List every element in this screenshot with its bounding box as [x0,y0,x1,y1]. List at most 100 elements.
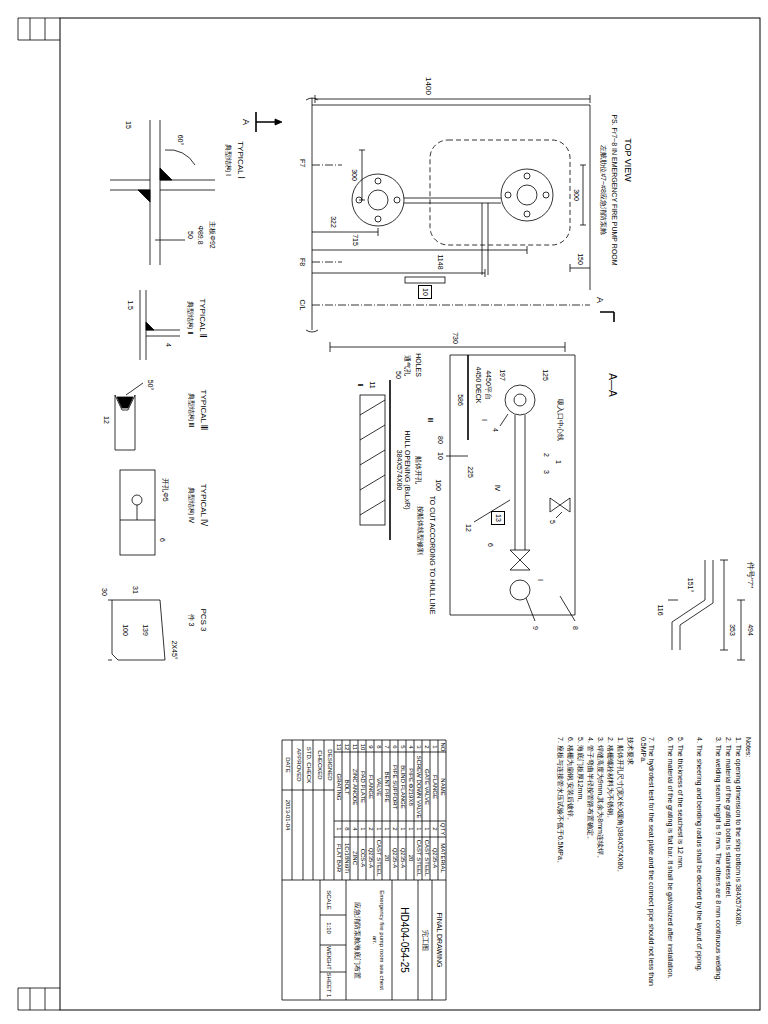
drawing-label: 197 [498,369,506,381]
drawing-label: 左舷肋位#7~#8应急消防泵舱 [599,145,607,235]
drawing-label: 通气孔 [403,355,411,376]
drawing-label: 50 [394,371,402,379]
drawing-label: 50 [186,231,194,239]
note-text: 7. The hydrotest test for the seat plate… [638,737,655,999]
table-cell: ZINC [350,851,357,865]
table-cell: 1 [374,827,381,830]
table-rule [282,740,446,741]
drawing-label: 125 [541,369,549,381]
table-cell: 1 [414,827,421,830]
table-cell: 1 [334,827,341,830]
table-cell: 8 [374,745,381,748]
table-cell: 1 [382,827,389,830]
title-block-text: STD. CHECK [304,747,311,783]
table-cell: 8 [342,827,349,830]
title-block-text: HD404-054-25 [398,907,410,973]
table-rule [418,880,419,1000]
title-block-text: DESIGNED [325,749,332,780]
table-rule [320,972,346,973]
note-text: 6. The material of the grating is flat b… [666,737,674,999]
note-text: 7. 座板与连接管水压试验不低于0.5MPa。 [556,737,564,999]
table-rule [334,837,446,838]
table-cell: 11 [350,744,357,750]
table-rule [422,740,423,880]
callout-number: 10 [421,288,429,296]
table-cell: 1 [430,745,437,748]
table-cell: 12 [342,744,349,751]
drawing-label: A [595,297,606,303]
callout-box: 13 [491,511,505,525]
drawing-label: 100 [121,624,129,636]
table-cell: 1 [406,827,413,830]
drawing-label: 322 [329,216,337,228]
drawing-label: 4450平台 [484,370,492,400]
table-cell: PIPE Φ219X8 [406,768,413,805]
title-block-text: SCALE [324,890,331,910]
table-cell: ZINC ANODE [350,769,357,806]
table-cell: 1 [358,827,365,830]
drawing-label: 6 [158,538,166,542]
note-text: 2. 格栅螺栓材料为不锈钢。 [606,737,614,999]
table-cell: 1 [422,827,429,830]
drawing-label: 吸入口中心线 [556,399,564,441]
drawing-label: 4 [164,343,172,347]
title-block-text: DATE [283,757,290,773]
drawing-label: 150 [576,253,584,265]
title-block-text: 1:10 [324,922,331,934]
table-rule [358,740,359,880]
title-block-text: APPROVED [294,748,301,781]
table-cell: Q235-A [366,848,373,869]
drawing-label: 8 [571,626,579,630]
table-rule [406,740,407,880]
drawing-label: 件号"7" [745,562,755,588]
table-cell: CAST STEEL [422,840,429,877]
table-rule [292,740,293,880]
table-rule [398,740,399,880]
drawing-label: 1400 [423,77,433,95]
table-cell: BOLT [342,779,349,794]
drawing-label: 5 [548,520,556,524]
drawing-label: 100 [434,479,442,491]
table-cell: MATERIAL [438,843,445,873]
note-text: 5. The thickness of the seachest is 12 m… [676,737,684,999]
drawing-label: 9 [531,626,539,630]
drawing-label: 586 [456,394,464,406]
drawing-label: 典型结构 Ⅳ [187,487,195,523]
table-rule [350,740,351,880]
table-cell: BLIND FLANGE [398,765,405,808]
table-cell: NO [438,743,445,752]
table-rule [324,740,325,880]
drawing-label: 12 [464,524,472,532]
table-cell: PAD PLATE [358,771,365,803]
note-text: 技术要求 [626,737,634,999]
drawing-label: Ⅳ [493,485,501,491]
table-rule [282,740,283,1000]
drawing-label: Ⅱ [356,383,364,386]
table-cell: QTY [438,823,445,835]
table-cell: 2 [390,827,397,830]
drawing-label: 730 [451,332,459,344]
title-block-text: CHECKED [315,750,322,779]
drawing-label: 6 [486,543,494,547]
drawing-label: TYPICAL Ⅲ [198,390,208,431]
table-cell: 6 [390,745,397,748]
drawing-label: 60° [176,135,184,146]
drawing-label: Ⅲ [426,418,434,423]
drawing-label: 主板Φ92 [208,221,216,248]
drawing-label: TYPICAL Ⅱ [197,298,207,337]
drawing-label: 80 [436,436,444,444]
drawing-label: 4450 DECK [474,367,482,404]
table-rule [313,740,314,880]
table-cell: CAST STEEL [414,840,421,877]
note-text: 6. 格栅为扁钢,安装后镀锌。 [566,737,574,999]
drawing-label: 494 [746,624,754,636]
drawing-label: PS. Fr7~8 IN EMERGENCY FIRE PUMP ROOM [610,114,618,265]
table-cell: 20 [382,855,389,862]
table-rule [346,880,347,1000]
table-rule [446,740,447,1000]
title-block-text: Emergency fire pump room sea chest arr. [371,885,385,995]
table-cell: 20 [406,855,413,862]
table-rule [342,740,343,880]
title-block-text: 2013-01-04 [283,800,290,831]
title-block-text: 应急消防泵舱海底门布置 [353,902,361,979]
